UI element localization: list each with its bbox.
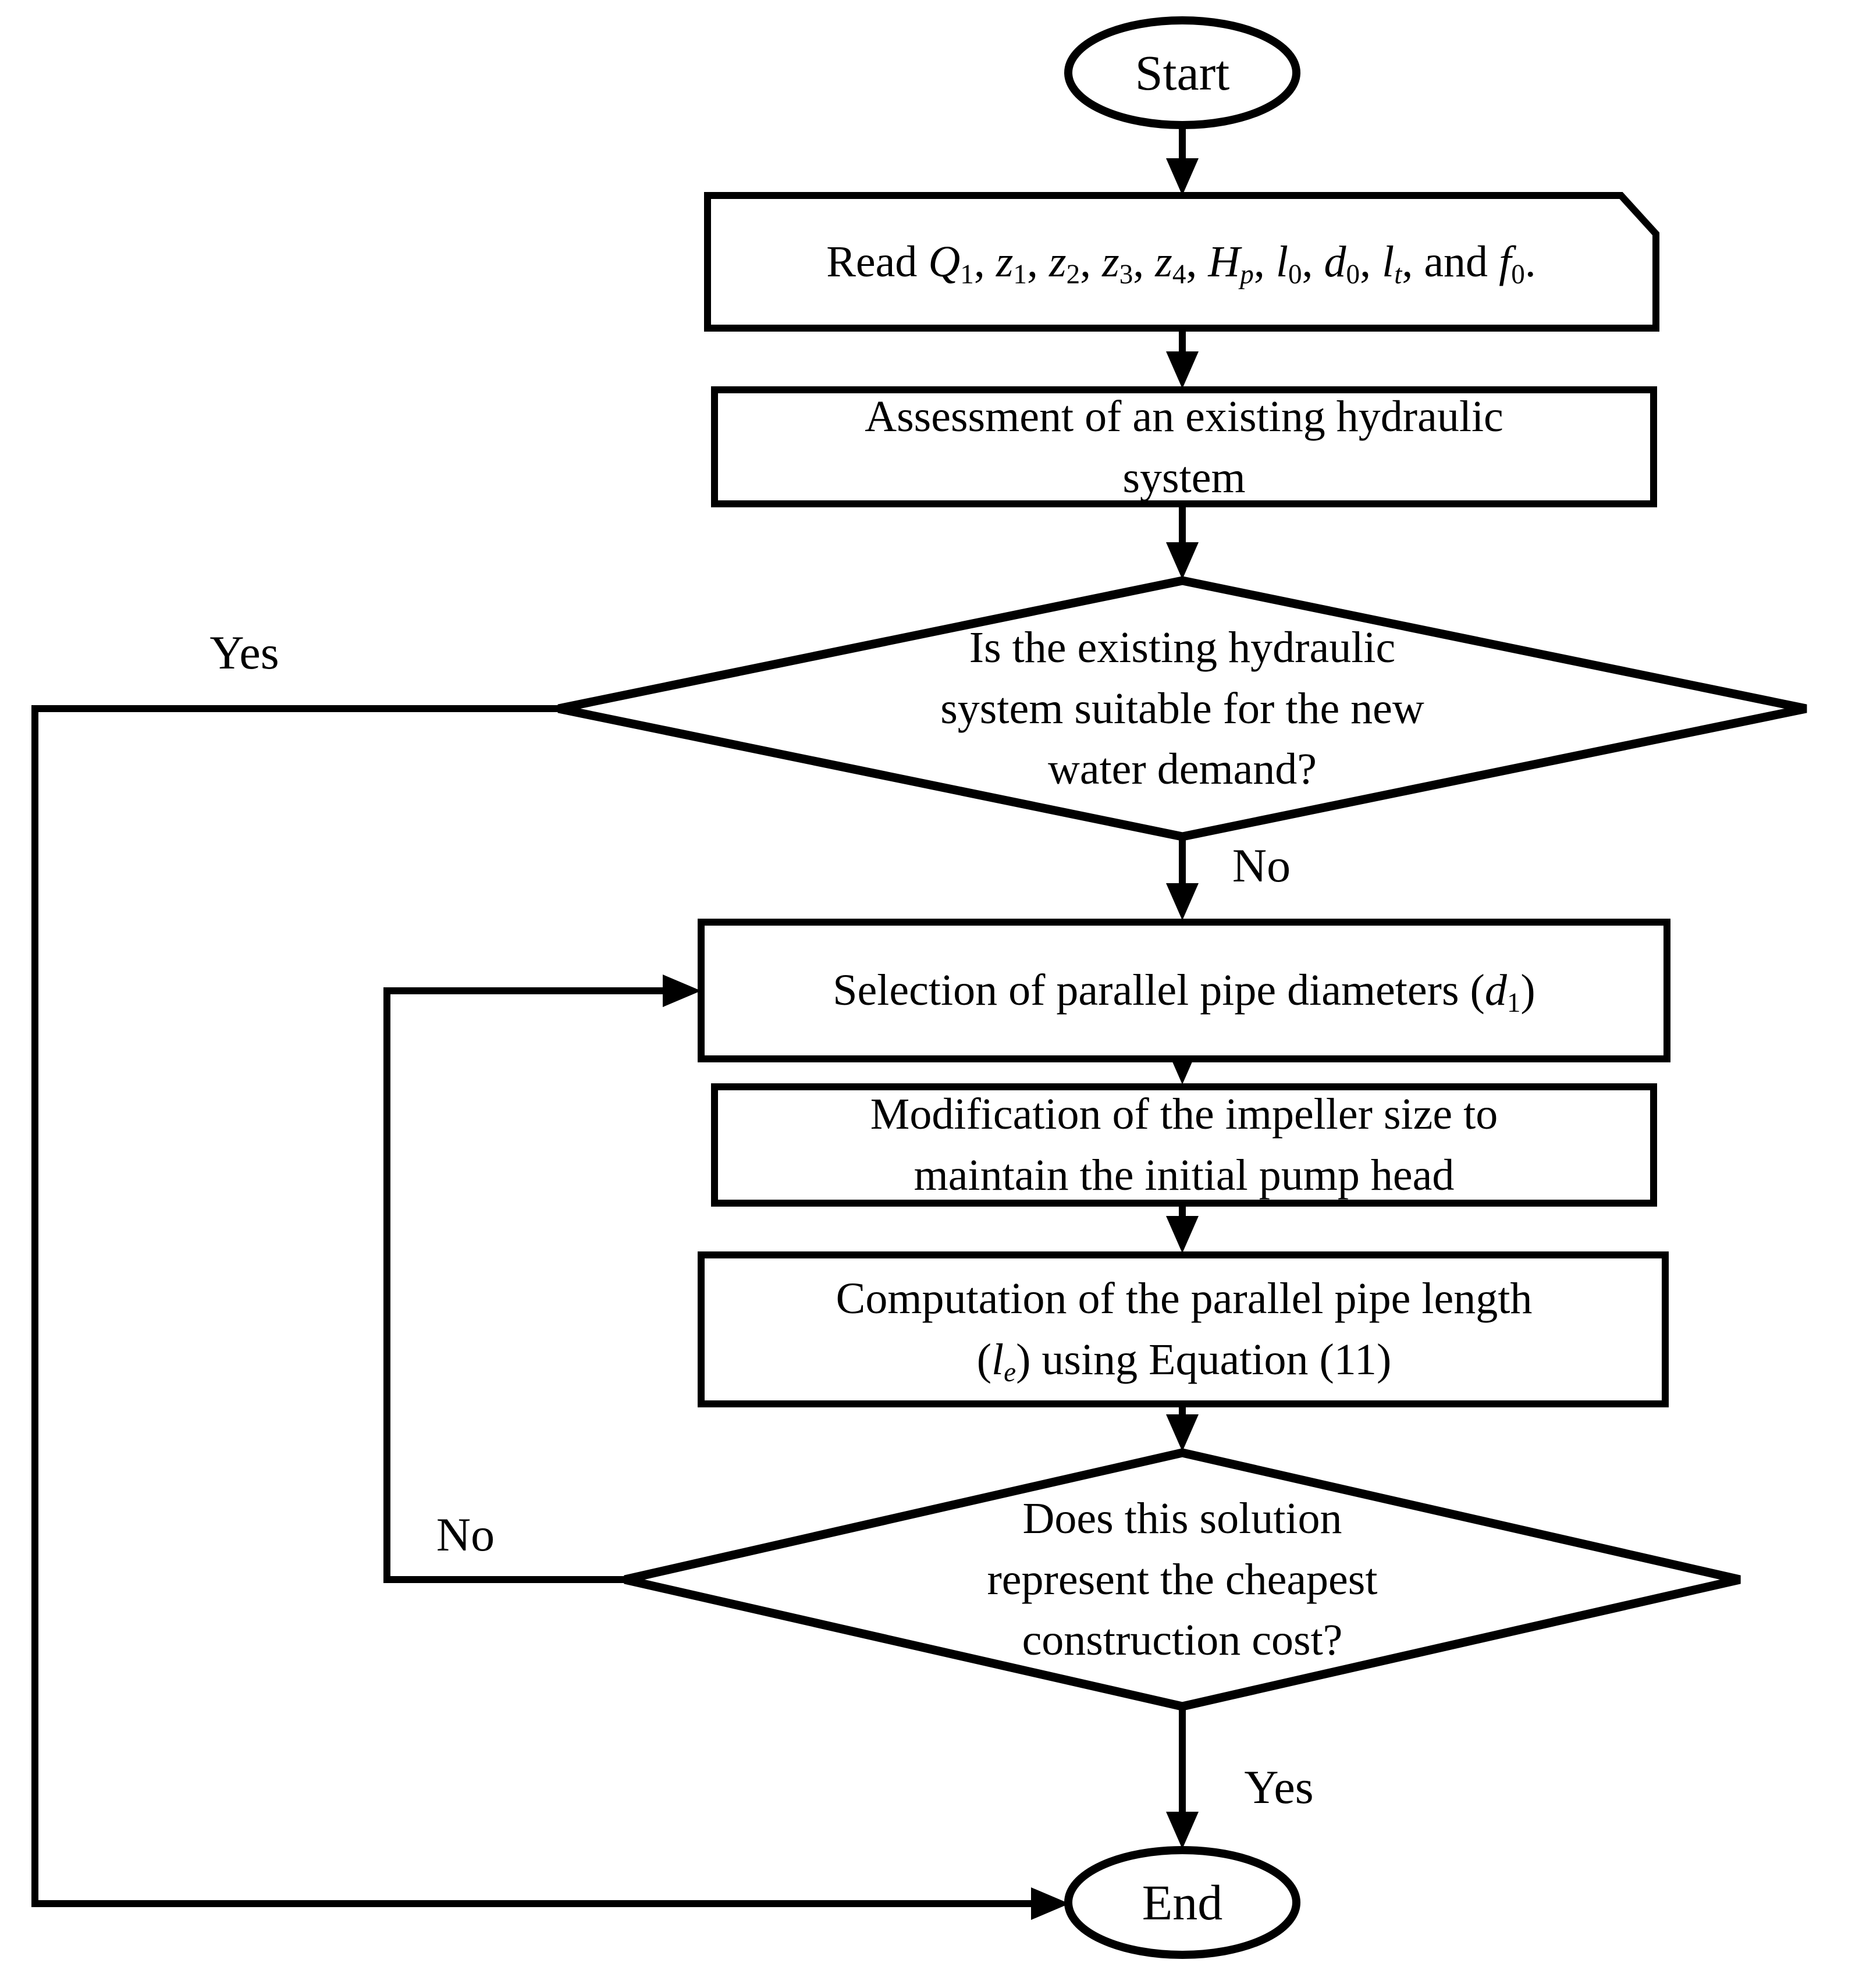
decision1-diamond [557, 576, 1807, 841]
edge-decision2-no-to-selection [383, 987, 669, 1583]
decision1-text: Is the existing hydraulic system suitabl… [940, 623, 1424, 794]
arrowhead-end-top [1166, 1812, 1199, 1849]
arrowhead-decision2 [1166, 1414, 1199, 1452]
decision2-text: Does this solution represent the cheapes… [987, 1493, 1378, 1665]
arrowhead-into-selection [663, 975, 701, 1007]
arrowhead-assessment [1166, 351, 1199, 389]
start-oval [1064, 16, 1300, 129]
arrowhead-selection-top [1166, 883, 1199, 920]
read-box [704, 192, 1659, 332]
selection-node-text: Selection of parallel pipe diameters (d1… [833, 966, 1535, 1018]
edge-decision1-yes-to-end [31, 705, 1036, 1907]
arrowhead-computation [1166, 1216, 1199, 1253]
end-node-label: End [1142, 1874, 1223, 1930]
end-oval [1064, 1846, 1300, 1959]
computation-box [698, 1251, 1669, 1407]
assessment-node-text: Assessment of an existing hydraulic syst… [865, 392, 1503, 502]
assessment-box [711, 386, 1657, 507]
decision1-no-label: No [1232, 839, 1291, 892]
decision1-yes-label: Yes [209, 626, 279, 680]
decision2-yes-label: Yes [1244, 1761, 1314, 1814]
arrowhead-into-end [1031, 1887, 1069, 1920]
modification-node-text: Modification of the impeller size to mai… [870, 1090, 1498, 1200]
decision2-diamond [624, 1448, 1741, 1711]
selection-box [698, 919, 1670, 1062]
start-node-label: Start [1135, 44, 1230, 101]
computation-node-text: Computation of the parallel pipe length … [836, 1274, 1533, 1388]
modification-box [711, 1083, 1657, 1207]
read-node-text: Read Q1, z1, z2, z3, z4, Hp, l0, d0, lt,… [826, 237, 1536, 290]
decision2-no-label: No [436, 1508, 495, 1562]
arrowhead-read [1166, 158, 1199, 195]
arrowhead-decision1 [1166, 542, 1199, 579]
